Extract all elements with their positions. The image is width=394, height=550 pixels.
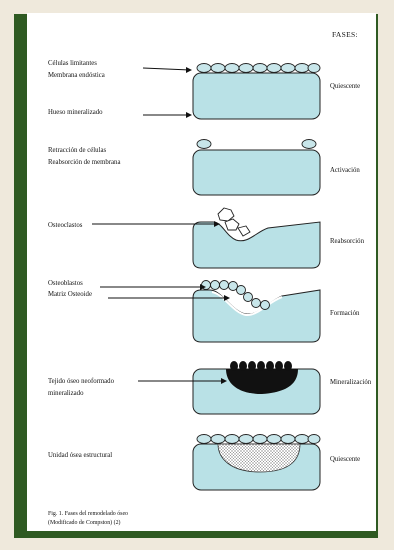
bone-block xyxy=(193,222,320,268)
stage-quiescent-2: Unidad ósea estructural Quiescente xyxy=(48,435,360,491)
label-membrane-resorption: Reabsorción de membrana xyxy=(48,159,120,166)
phase-label-mineralization: Mineralización xyxy=(330,379,372,386)
arrow-head xyxy=(186,67,192,73)
label-mineralized-bone: Hueso mineralizado xyxy=(48,109,103,116)
phase-label-activation: Activación xyxy=(330,167,360,174)
arrow-head xyxy=(224,295,230,301)
phase-label-quiescent-1: Quiescente xyxy=(330,83,360,90)
label-osteoclasts: Osteoclastos xyxy=(48,222,83,229)
stage-mineralization: Tejido óseo neoformado mineralizado Mine… xyxy=(48,361,372,414)
lining-cells xyxy=(197,435,320,444)
stage-formation: Osteoblastos Matriz Osteoide Formación xyxy=(48,280,360,342)
stage-activation: Retracción de células Reabsorción de mem… xyxy=(48,140,360,196)
label-lining-cells: Células limitantes xyxy=(48,60,97,67)
label-structural-unit: Unidad ósea estructural xyxy=(48,452,112,459)
lining-cells xyxy=(197,64,320,73)
figure-caption-line-1: Fig. 1. Fases del remodelado óseo xyxy=(48,511,128,517)
arrow-head xyxy=(186,112,192,118)
stage-resorption: Osteoclastos Reabsorción xyxy=(48,208,365,268)
label-cell-retraction: Retracción de células xyxy=(48,147,106,154)
label-mineralized: mineralizado xyxy=(48,390,84,397)
phase-label-quiescent-2: Quiescente xyxy=(330,456,360,463)
label-osteoblasts: Osteoblastos xyxy=(48,280,83,287)
phase-label-formation: Formación xyxy=(330,310,360,317)
label-osteoid-matrix: Matriz Osteoide xyxy=(48,291,92,298)
label-endosteal-membrane: Membrana endóstica xyxy=(48,72,105,79)
figure-caption-line-2: (Modificado de Compston) (2) xyxy=(48,519,121,526)
bone-block xyxy=(193,73,320,119)
arrow xyxy=(143,68,190,70)
retracted-cell xyxy=(197,140,211,149)
phase-label-resorption: Reabsorción xyxy=(330,238,365,245)
phases-header: FASES: xyxy=(332,30,358,39)
stage-quiescent-1: Células limitantes Membrana endóstica Hu… xyxy=(48,60,360,119)
bone-block xyxy=(193,150,320,195)
retracted-cell xyxy=(302,140,316,149)
label-new-bone-tissue: Tejido óseo neoformado xyxy=(48,378,115,385)
